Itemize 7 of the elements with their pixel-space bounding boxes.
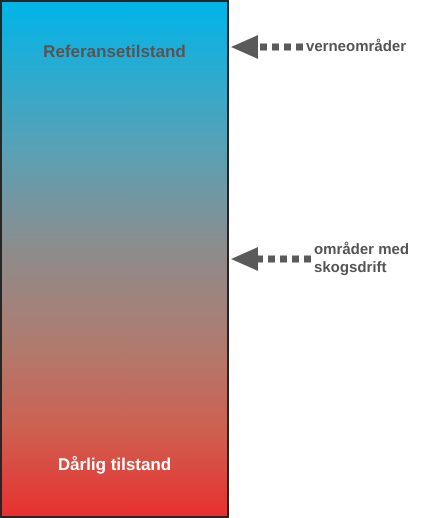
callout-text: områder med skogsdrift — [314, 241, 420, 277]
gradient-bar — [0, 0, 229, 518]
dashed-arrow — [231, 35, 303, 59]
dashed-arrow — [231, 247, 311, 271]
bar-label: Referansetilstand — [43, 42, 186, 62]
callout-text: verneområder — [306, 38, 421, 56]
bar-label: Dårlig tilstand — [58, 455, 172, 475]
